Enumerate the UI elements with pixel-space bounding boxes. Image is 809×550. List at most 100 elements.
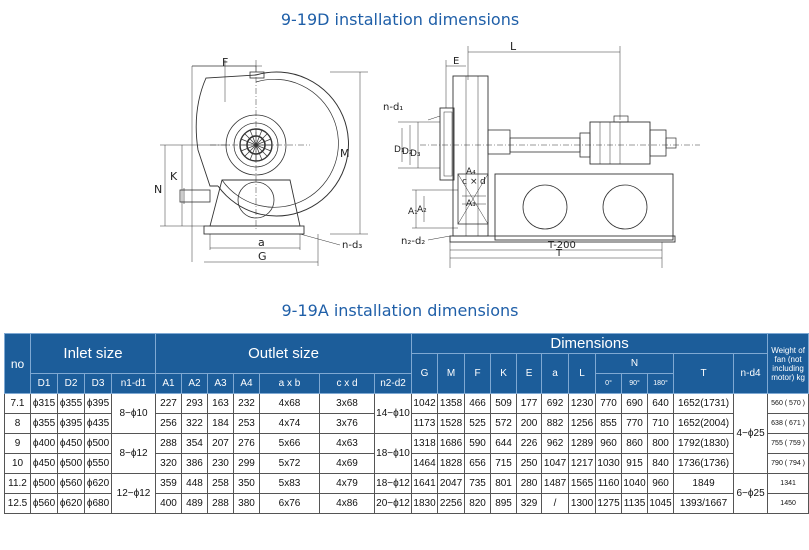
cell-N180: 1045 — [647, 493, 675, 514]
cell-N0: 1030 — [595, 453, 623, 474]
cell-E: 250 — [516, 453, 543, 474]
label-E: E — [453, 56, 459, 67]
cell-F: 656 — [464, 453, 492, 474]
fan-side-view — [398, 46, 700, 268]
label-N: N — [154, 183, 162, 196]
cell-N90: 1040 — [621, 473, 649, 494]
cell-K: 895 — [490, 493, 518, 514]
table-row: 10 ϕ450 ϕ500 ϕ550 320 386 230 299 5x72 4… — [4, 453, 809, 474]
cell-D2: ϕ450 — [57, 433, 85, 454]
header-row-2: G M F K E a L N T n-d4 — [5, 353, 809, 394]
cell-D2: ϕ620 — [57, 493, 85, 514]
table-row: 11.2 ϕ500 ϕ560 ϕ620 12−ϕ12 359 448 258 3… — [4, 473, 809, 514]
cell-M: 1828 — [437, 453, 466, 474]
cell-cxd: 3x76 — [319, 413, 376, 434]
cell-A3: 258 — [207, 473, 235, 494]
label-D2: D₂ — [402, 147, 413, 157]
cell-weight: 755 ( 759 ) — [767, 433, 809, 454]
cell-a: 1487 — [541, 473, 570, 494]
cell-axb: 5x72 — [259, 453, 321, 474]
cell-G: 1042 — [411, 393, 439, 414]
cell-D1: ϕ450 — [30, 453, 58, 474]
header-row-3: D1 D2 D3 n1-d1 A1 A2 A3 A4 a x b c x d n… — [5, 373, 809, 394]
weight-header: Weight of fan (not including motor) kg — [767, 333, 809, 394]
table-row: 9 ϕ400 ϕ450 ϕ500 8−ϕ12 288 354 207 276 5… — [4, 433, 809, 474]
table-row: 8 ϕ355 ϕ395 ϕ435 256 322 184 253 4x74 3x… — [4, 413, 809, 434]
cell-cxd: 4x79 — [319, 473, 376, 494]
cell-n2d2: 20−ϕ12 — [374, 493, 413, 514]
cell-K: 801 — [490, 473, 518, 494]
cell-axb: 4x74 — [259, 413, 321, 434]
cell-nd4: 4−ϕ25 — [733, 393, 769, 474]
cell-N90: 770 — [621, 413, 649, 434]
cell-T: 1792(1830) — [673, 433, 735, 454]
cell-N180: 800 — [647, 433, 675, 454]
cell-M: 2047 — [437, 473, 466, 494]
cell-A3: 163 — [207, 393, 235, 414]
label-A3: A₃ — [466, 199, 476, 209]
cell-weight: 638 ( 671 ) — [767, 413, 809, 434]
cell-weight: 1341 — [767, 473, 809, 494]
cell-F: 820 — [464, 493, 492, 514]
cell-A4: 276 — [233, 433, 261, 454]
cell-N180: 960 — [647, 473, 675, 494]
cell-F: 590 — [464, 433, 492, 454]
cell-no: 9 — [4, 433, 31, 454]
cell-T: 1849 — [673, 473, 735, 494]
label-a: a — [258, 236, 265, 249]
cell-n1d1: 8−ϕ12 — [110, 433, 157, 474]
cell-K: 644 — [490, 433, 518, 454]
cell-L: 1217 — [568, 453, 597, 474]
cell-L: 1289 — [568, 433, 597, 454]
cell-a: / — [541, 493, 570, 514]
cell-weight: 790 ( 794 ) — [767, 453, 809, 474]
cell-no: 11.2 — [4, 473, 31, 494]
col-N: N — [595, 353, 675, 374]
cell-G: 1318 — [411, 433, 439, 454]
cell-D1: ϕ500 — [30, 473, 58, 494]
cell-no: 8 — [4, 413, 31, 434]
cell-A1: 320 — [155, 453, 183, 474]
label-D3: D₃ — [410, 149, 421, 159]
col-N90: 90° — [621, 373, 649, 394]
cell-M: 1686 — [437, 433, 466, 454]
col-a: a — [541, 353, 570, 394]
cell-M: 1528 — [437, 413, 466, 434]
cell-A3: 288 — [207, 493, 235, 514]
col-cxd: c x d — [319, 373, 376, 394]
label-T200: T-200 — [547, 240, 576, 251]
cell-E: 226 — [516, 433, 543, 454]
cell-M: 2256 — [437, 493, 466, 514]
cell-A4: 299 — [233, 453, 261, 474]
front-view-labels: F M N K a G n-d₃ — [154, 56, 362, 263]
cell-L: 1230 — [568, 393, 597, 414]
label-A4: A₄ — [466, 167, 476, 177]
cell-K: 715 — [490, 453, 518, 474]
label-L: L — [510, 40, 517, 53]
cell-A4: 380 — [233, 493, 261, 514]
cell-axb: 6x76 — [259, 493, 321, 514]
cell-L: 1300 — [568, 493, 597, 514]
header-row-1: no Inlet size Outlet size Dimensions Wei… — [4, 333, 809, 394]
outlet-size-header: Outlet size — [155, 333, 413, 374]
label-D1: D₁ — [394, 145, 405, 155]
cell-N0: 855 — [595, 413, 623, 434]
cell-D3: ϕ550 — [84, 453, 112, 474]
cell-n2d2: 18−ϕ10 — [374, 433, 413, 474]
cell-N0: 770 — [595, 393, 623, 414]
col-n2d2: n2-d2 — [374, 373, 413, 394]
cell-n1d1: 12−ϕ12 — [110, 473, 157, 514]
cell-axb: 4x68 — [259, 393, 321, 414]
col-D3: D3 — [84, 373, 112, 394]
cell-A2: 386 — [181, 453, 209, 474]
label-F: F — [222, 56, 228, 69]
label-nd1: n-d₁ — [383, 102, 403, 113]
col-E: E — [516, 353, 543, 394]
label-c: c — [462, 177, 467, 187]
cell-E: 177 — [516, 393, 543, 414]
cell-cxd: 4x63 — [319, 433, 376, 454]
cell-D2: ϕ355 — [57, 393, 85, 414]
cell-cxd: 4x69 — [319, 453, 376, 474]
cell-N180: 840 — [647, 453, 675, 474]
cell-L: 1256 — [568, 413, 597, 434]
